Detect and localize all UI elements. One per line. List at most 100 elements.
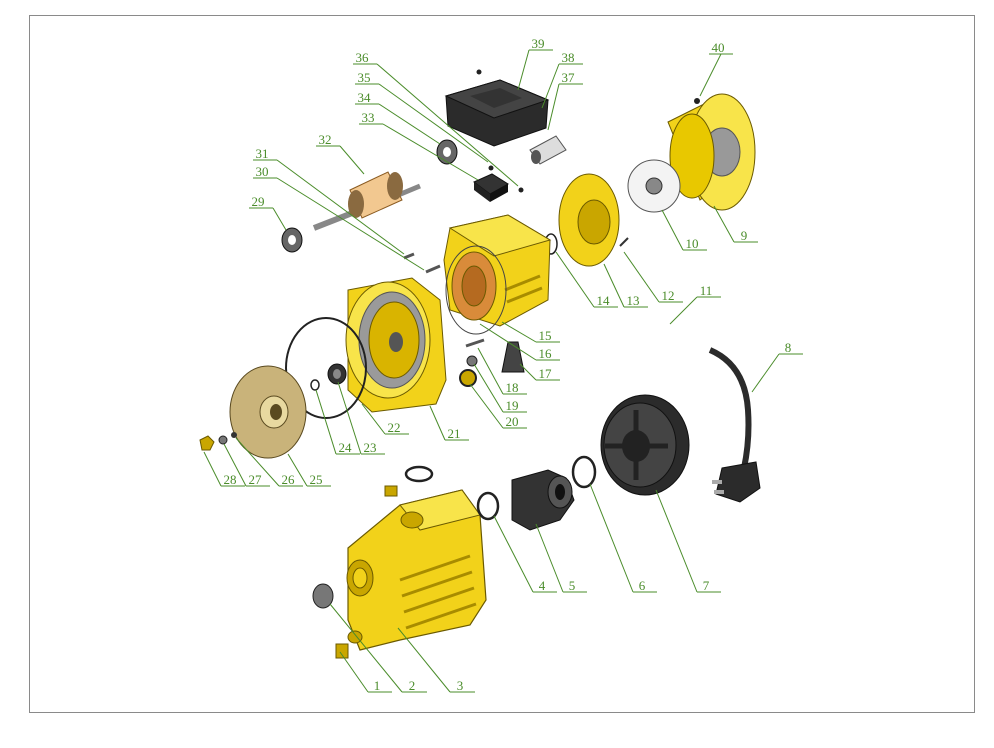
callout-leader: [429, 405, 446, 441]
part-mech-seal: [327, 363, 347, 385]
part-seal-oring: [310, 379, 320, 391]
callout-leader: [329, 603, 403, 693]
callout-leader: [501, 321, 537, 343]
callout-number: 29: [252, 194, 265, 209]
callout-leader: [699, 53, 722, 97]
callout-leader: [276, 177, 425, 271]
callout-number: 21: [448, 426, 461, 441]
callout-leader: [751, 353, 780, 393]
callout-number: 37: [562, 70, 576, 85]
callout-leader: [378, 83, 489, 163]
callout-36: 36: [353, 50, 519, 187]
callout-leader: [376, 63, 519, 187]
callout-number: 10: [686, 236, 699, 251]
callout-27: 27: [223, 443, 270, 487]
callout-12: 12: [623, 251, 683, 303]
callout-40: 40: [699, 40, 733, 97]
part-washer: [466, 355, 478, 367]
callout-33: 33: [359, 110, 479, 181]
callout-number: 26: [282, 472, 296, 487]
callout-leader: [493, 515, 534, 593]
callout-39: 39: [517, 36, 553, 91]
callout-19: 19: [473, 363, 527, 413]
callout-leader: [339, 145, 365, 175]
callout-22: 22: [361, 403, 409, 435]
callout-leader: [339, 651, 369, 693]
callout-20: 20: [469, 383, 527, 429]
part-big-oring: [285, 317, 367, 419]
callout-24: 24: [315, 389, 360, 455]
callout-leader: [473, 363, 504, 413]
callout-leader: [517, 49, 530, 91]
callout-number: 19: [506, 398, 519, 413]
part-body-oring: [404, 465, 434, 483]
callout-25: 25: [287, 453, 331, 487]
callout-leader: [547, 83, 560, 131]
part-terminal-block: [473, 173, 509, 202]
part-capacitor: [529, 135, 567, 165]
part-spring-washer: [218, 435, 228, 445]
callout-number: 27: [249, 472, 263, 487]
part-pump-body: [346, 485, 487, 651]
part-cover-screw: [694, 98, 700, 104]
callout-number: 3: [457, 678, 464, 693]
callout-leader: [361, 403, 386, 435]
part-shaft-washer: [231, 432, 237, 438]
callout-number: 7: [703, 578, 710, 593]
part-seal-ring: [459, 369, 477, 387]
callout-26: 26: [235, 437, 303, 487]
callout-leader: [337, 381, 362, 455]
callout-37: 37: [547, 70, 583, 131]
part-oring-small: [476, 491, 500, 521]
callout-leader: [541, 63, 560, 109]
callout-number: 11: [700, 283, 713, 298]
callout-leader: [287, 453, 308, 487]
callout-29: 29: [249, 194, 287, 231]
part-rear-cover: [558, 173, 620, 267]
callout-1: 1: [339, 651, 392, 693]
part-front-bearing: [281, 227, 303, 253]
callout-leader: [479, 323, 537, 361]
part-screw-36: [518, 187, 524, 193]
callout-leader: [623, 251, 660, 303]
callout-leader: [603, 263, 625, 308]
callout-3: 3: [397, 627, 475, 693]
part-impeller: [229, 365, 307, 459]
part-cable-gland: [501, 341, 525, 373]
part-drain-plug: [335, 630, 363, 659]
callout-number: 15: [539, 328, 552, 343]
callout-32: 32: [316, 132, 365, 175]
callout-23: 23: [337, 381, 385, 455]
part-venturi: [511, 469, 575, 531]
callout-21: 21: [429, 405, 469, 441]
callout-leader: [713, 205, 735, 243]
callout-5: 5: [535, 523, 587, 593]
callout-10: 10: [661, 209, 707, 251]
callout-leader: [203, 451, 222, 487]
callout-number: 6: [639, 578, 646, 593]
callout-leader: [555, 251, 595, 308]
callout-leader: [382, 123, 479, 181]
part-nut: [199, 435, 215, 451]
callout-16: 16: [479, 323, 560, 361]
part-rear-bearing: [436, 139, 458, 165]
callout-leader: [378, 103, 441, 145]
part-housing-gasket: [445, 245, 507, 335]
callout-number: 13: [627, 293, 640, 308]
part-screw-35: [488, 165, 494, 171]
part-bolt: [465, 338, 485, 348]
callout-9: 9: [713, 205, 758, 243]
part-power-cord: [708, 347, 761, 503]
part-terminal-box-cover: [444, 79, 550, 147]
callout-number: 30: [256, 164, 269, 179]
part-screw-31: [403, 252, 415, 260]
callout-number: 38: [562, 50, 575, 65]
callout-leader: [397, 627, 451, 693]
callout-number: 2: [409, 678, 416, 693]
callout-number: 1: [374, 678, 381, 693]
callout-31: 31: [253, 146, 405, 255]
callout-number: 31: [256, 146, 269, 161]
part-fan: [627, 159, 681, 213]
callout-leader: [276, 159, 405, 255]
